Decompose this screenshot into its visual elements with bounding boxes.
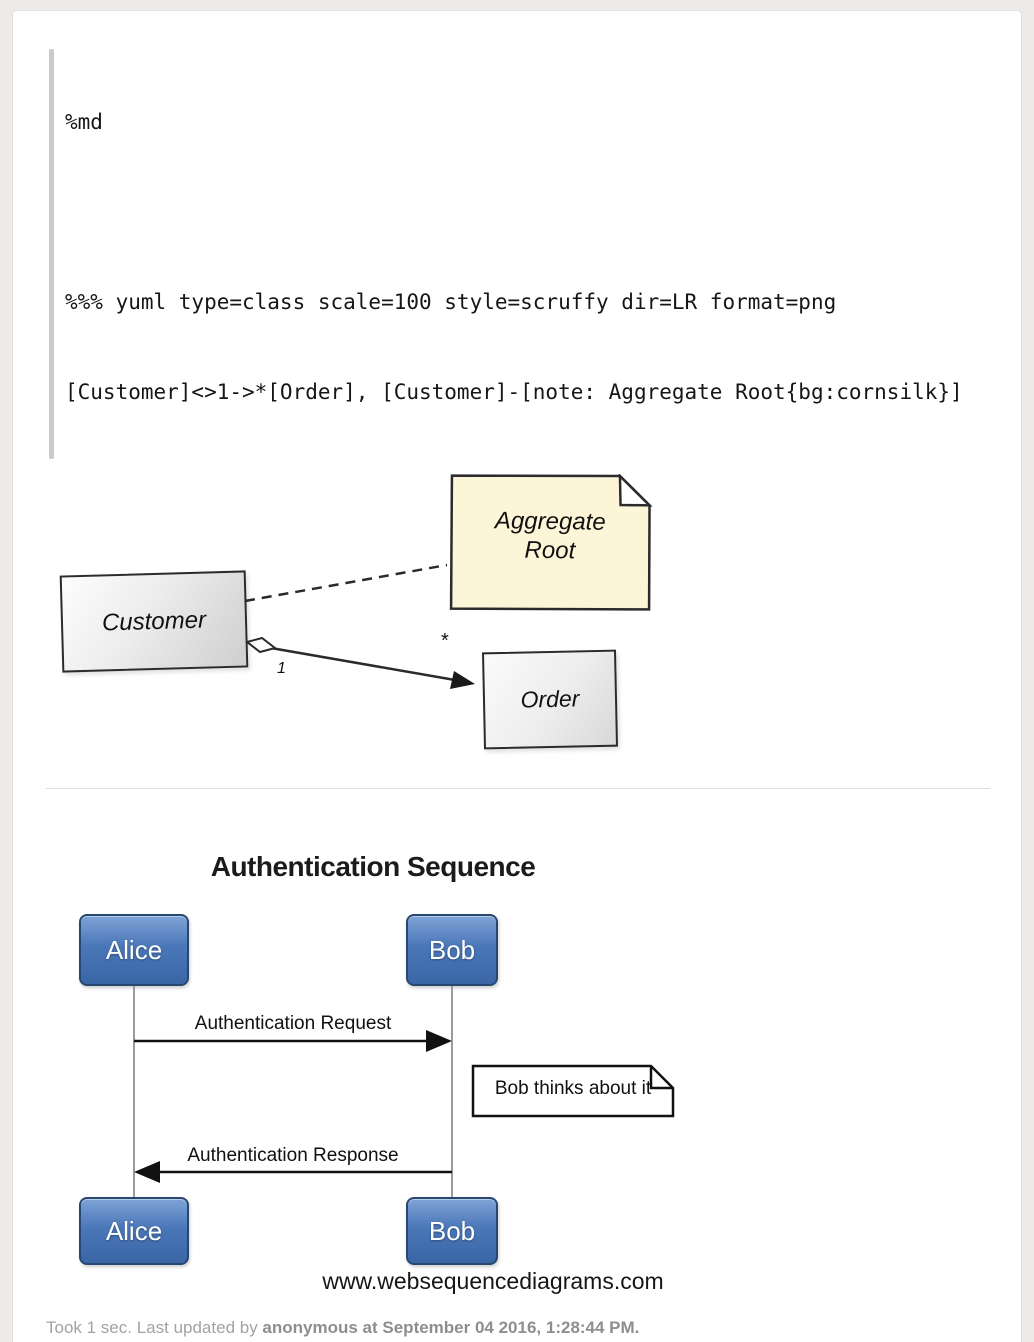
cell-gutter-bar [49,49,54,459]
request-message-label: Authentication Request [194,1013,392,1034]
actor-alice-top: Alice [79,914,189,986]
note-shape [449,472,653,611]
status-detail: anonymous at September 04 2016, 1:28:44 … [262,1318,640,1337]
actor-bob-label: Bob [428,934,476,965]
note-line-2: Root [524,536,576,565]
note-body [449,474,651,611]
notebook-card: %md %%% yuml type=class scale=100 style=… [12,10,1022,1342]
arrowhead-left-icon [134,1161,160,1183]
aggregate-root-note-text: Aggregate Root [448,506,653,567]
seq-note-fold-icon [649,1066,673,1090]
arrowhead-icon [450,671,475,689]
bob-note: Bob thinks about it [471,1064,675,1118]
actor-bob-bottom: Bob [406,1197,498,1265]
actor-bob-label: Bob [428,1215,476,1246]
class-diagram-connectors: 1 * [244,563,475,689]
cell-status-text: Took 1 sec. Last updated by anonymous at… [46,1318,639,1338]
status-prefix: Took 1 sec. Last updated by [46,1318,263,1337]
note-connector-line [244,563,448,603]
sequence-diagram-lines [133,986,453,1197]
customer-class-box: Customer [59,570,249,673]
aggregate-root-note: Aggregate Root [447,472,653,615]
multiplicity-many-label: * [441,630,449,652]
customer-class-label: Customer [101,606,207,636]
bob-note-text: Bob thinks about it [494,1078,652,1099]
code-line: [Customer]<>1->*[Order], [Customer]-[not… [65,380,963,404]
output-divider [46,788,990,789]
arrowhead-right-icon [426,1030,452,1052]
watermark-text: www.websequencediagrams.com [322,1268,664,1294]
code-line [65,197,1017,227]
sequence-title: Authentication Sequence [210,851,536,882]
note-line-1: Aggregate [494,507,606,536]
actor-alice-label: Alice [105,934,163,965]
aggregation-arrow [270,646,456,682]
actor-bob-top: Bob [406,914,498,986]
actor-alice-label: Alice [105,1215,163,1246]
multiplicity-one-label: 1 [277,660,286,677]
order-class-label: Order [520,685,580,713]
note-fold-icon [618,472,653,507]
code-line: %md [65,110,103,134]
response-message-label: Authentication Response [187,1145,399,1166]
seq-note-body [471,1064,675,1118]
aggregation-diamond-icon [244,636,278,654]
order-class-box: Order [481,649,619,750]
seq-note-shape [471,1064,675,1118]
code-cell[interactable]: %md %%% yuml type=class scale=100 style=… [65,47,1017,457]
actor-alice-bottom: Alice [79,1197,189,1265]
code-line: %%% yuml type=class scale=100 style=scru… [65,290,837,314]
